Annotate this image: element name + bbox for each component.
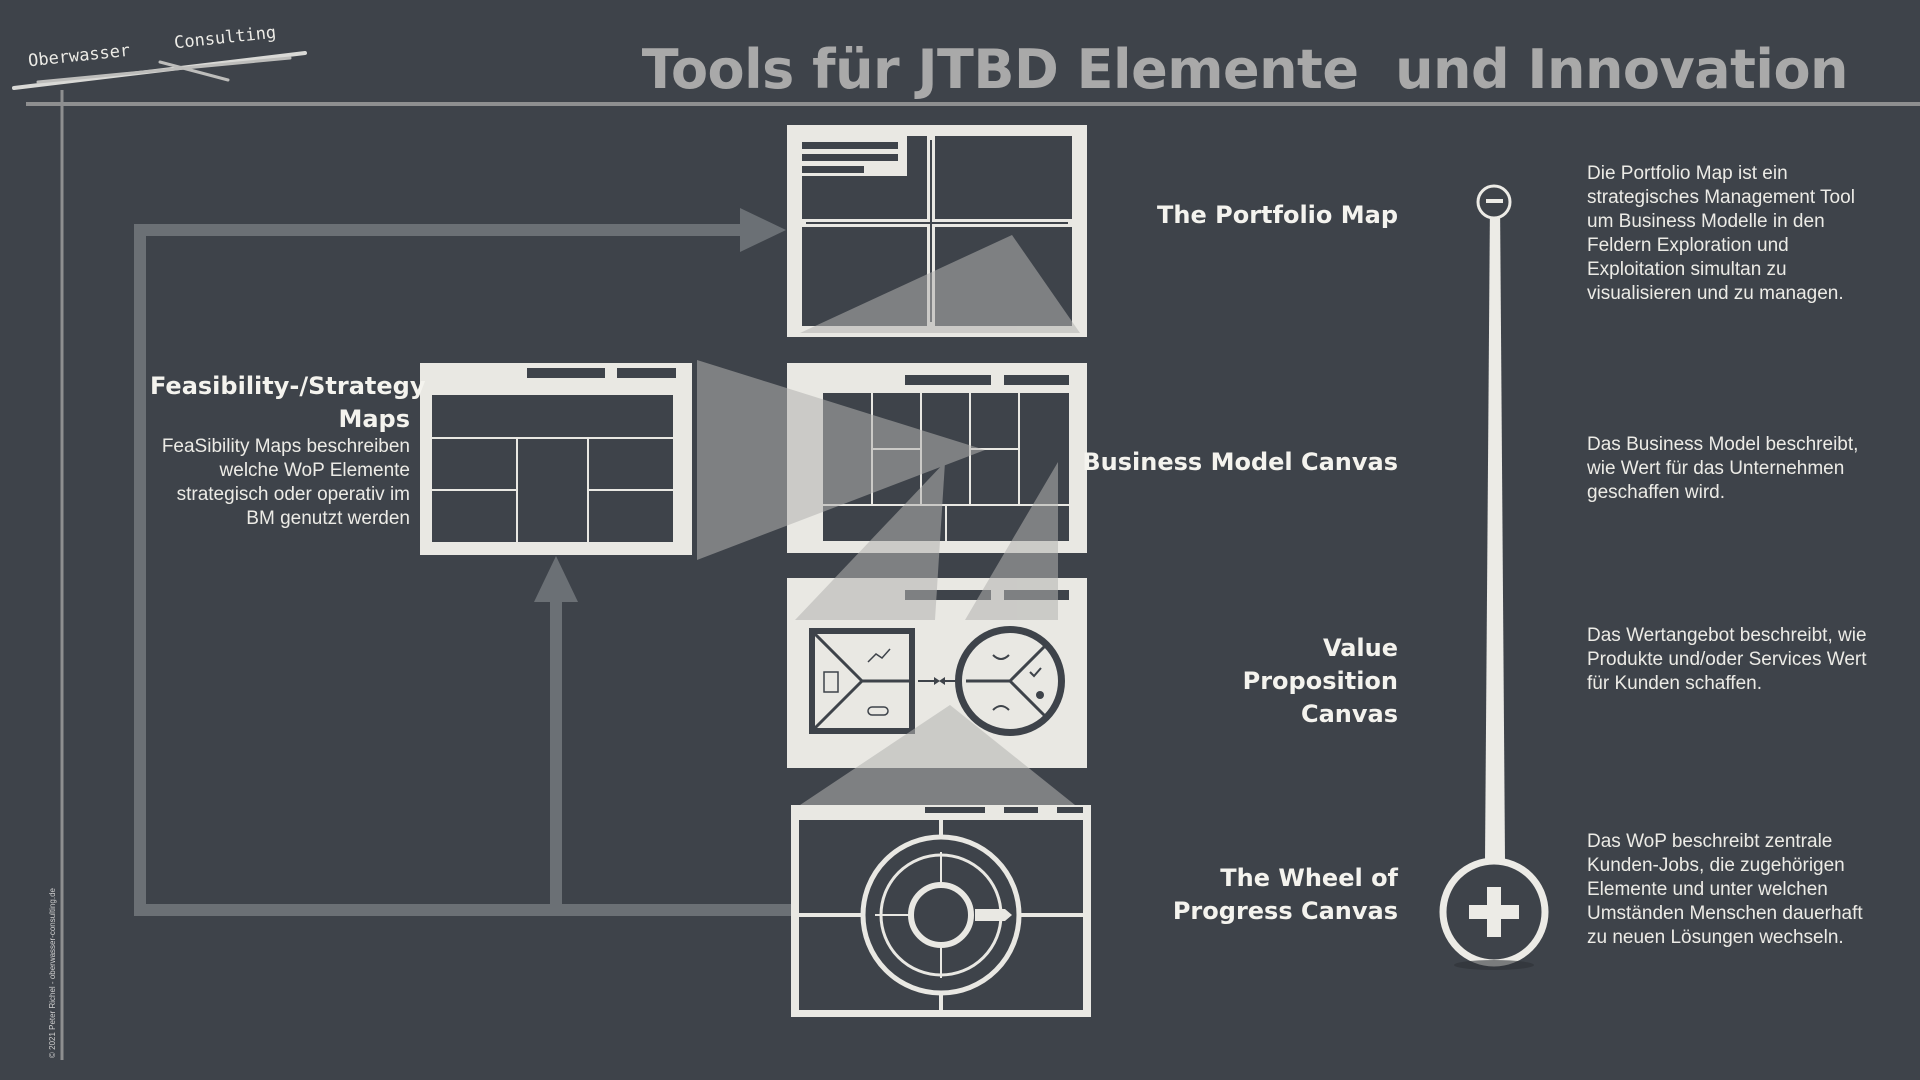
logo-word-oberwasser: Oberwasser: [27, 40, 132, 72]
tool-description-value-proposition-canvas: Das Wertangebot beschreibt, wie Produkte…: [1587, 625, 1867, 694]
tool-description-wheel-of-progress: Das WoP beschreibt zentrale Kunden-Jobs,…: [1587, 831, 1863, 948]
tool-description-portfolio-map: Die Portfolio Map ist ein strategisches …: [1587, 163, 1855, 304]
tool-label-business-model-canvas: Business Model Canvas: [1082, 448, 1398, 476]
loop-connector: [134, 224, 792, 916]
tool-label-portfolio-map: The Portfolio Map: [1157, 201, 1398, 229]
tool-label-wheel-of-progress: The Wheel of Progress Canvas: [1172, 864, 1398, 925]
minus-icon: [1486, 199, 1503, 203]
logo-word-consulting: Consulting: [173, 22, 278, 54]
copyright-note: © 2021 Peter Richel - oberwasser-consult…: [48, 888, 57, 1058]
feasibility-description: FeaSibility Maps beschreiben welche WoP …: [161, 436, 410, 529]
logo: Oberwasser Consulting: [27, 14, 328, 94]
arrow-to-portfolio: [740, 208, 786, 252]
projection-beams: [697, 235, 1080, 805]
page-title: Tools für JTBD Elemente und Innovation: [641, 38, 1849, 101]
logo-strokes: [12, 51, 307, 90]
arrow-to-feasibility: [534, 556, 578, 602]
plus-icon: [1469, 887, 1519, 937]
feasibility-title: Feasibility-/Strategy Maps: [150, 372, 426, 433]
feasibility-map-card: [420, 363, 692, 555]
innovation-scale: [1439, 184, 1549, 970]
wheel-of-progress-card: [791, 805, 1091, 1017]
tool-description-business-model-canvas: Das Business Model beschreibt, wie Wert …: [1587, 434, 1859, 503]
tool-label-value-proposition-canvas: Value Proposition Canvas: [1242, 634, 1398, 728]
